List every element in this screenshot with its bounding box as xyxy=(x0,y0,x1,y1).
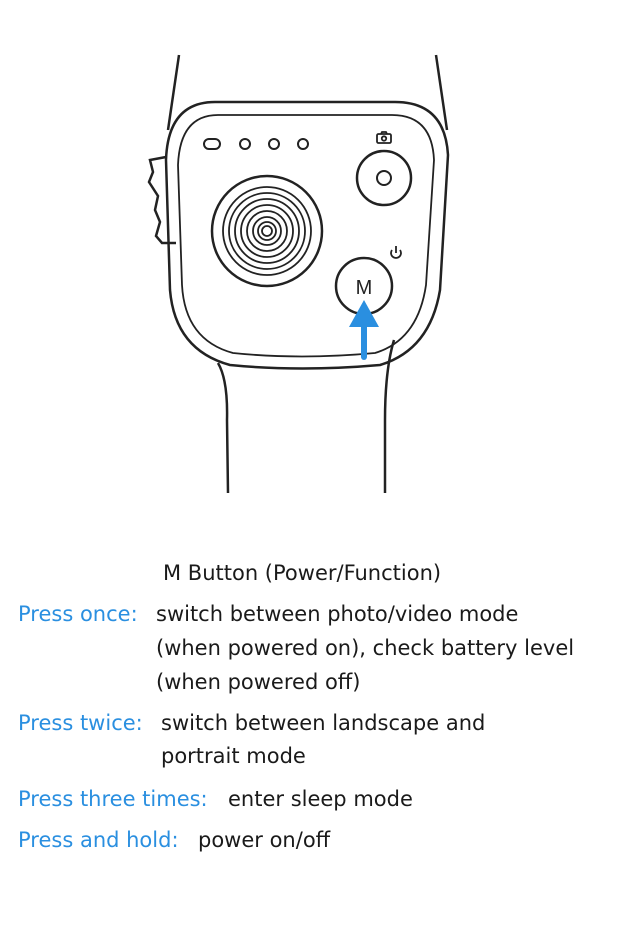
action-label-press-twice: Press twice: xyxy=(18,711,143,735)
power-icon xyxy=(390,246,402,259)
gimbal-diagram: M xyxy=(147,54,450,494)
description-line: power on/off xyxy=(198,828,331,852)
description-line: portrait mode xyxy=(161,744,306,768)
indicator-light xyxy=(268,138,280,150)
description-line: enter sleep mode xyxy=(228,787,413,811)
action-label-press-once: Press once: xyxy=(18,602,138,626)
handle-right-bottom xyxy=(383,339,396,493)
joystick[interactable] xyxy=(210,174,324,288)
body-inner xyxy=(177,114,435,358)
side-wheel xyxy=(147,155,176,245)
m-button-label: M xyxy=(356,277,373,299)
indicator-light xyxy=(239,138,251,150)
description-line: (when powered on), check battery level xyxy=(156,636,575,660)
handle-right-top xyxy=(434,54,449,131)
action-label-press-and-hold: Press and hold: xyxy=(18,828,179,852)
indicator-light-oval xyxy=(203,138,221,150)
handle-left-top xyxy=(166,54,181,131)
description-line: switch between landscape and xyxy=(161,711,486,735)
arrow-up-icon xyxy=(349,300,379,360)
shutter-button-dot xyxy=(376,170,392,186)
section-title: M Button (Power/Function) xyxy=(163,561,442,585)
handle-left-bottom xyxy=(216,362,230,494)
camera-icon xyxy=(376,131,392,144)
body-outer xyxy=(164,100,450,370)
indicator-light xyxy=(297,138,309,150)
description-line: (when powered off) xyxy=(156,670,361,694)
shutter-button[interactable] xyxy=(355,149,413,207)
action-label-press-three-times: Press three times: xyxy=(18,787,208,811)
description-line: switch between photo/video mode xyxy=(156,602,519,626)
